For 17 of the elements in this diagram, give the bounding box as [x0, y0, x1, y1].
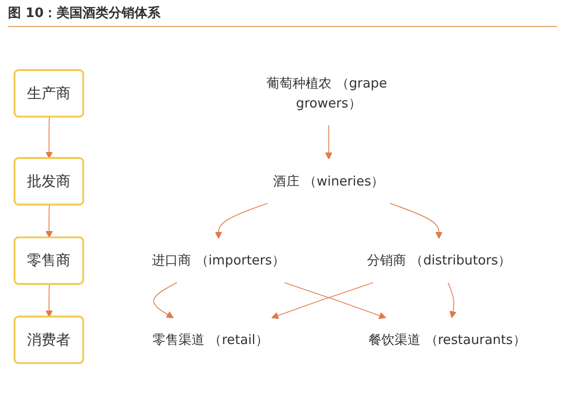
arrow — [46, 284, 53, 318]
node-text: 餐饮渠道 （restaurants） — [368, 332, 526, 348]
node-text: 进口商 （importers） — [152, 252, 286, 268]
arrow — [46, 204, 53, 238]
figure-title: 图 10：美国酒类分销体系 — [8, 4, 557, 27]
arrow — [271, 282, 374, 320]
arrow — [390, 203, 443, 239]
arrow — [448, 282, 456, 318]
node-text: 零售渠道 （retail） — [152, 332, 268, 348]
node-text: 分销商 （distributors） — [366, 252, 512, 268]
arrow — [214, 203, 268, 239]
arrow — [153, 282, 178, 318]
arrow — [325, 125, 332, 160]
arrow — [284, 282, 386, 320]
arrow — [46, 116, 53, 159]
node-text: 酒庄 （wineries） — [273, 173, 384, 189]
node-text: 葡萄种植农 （grape growers） — [266, 76, 387, 111]
